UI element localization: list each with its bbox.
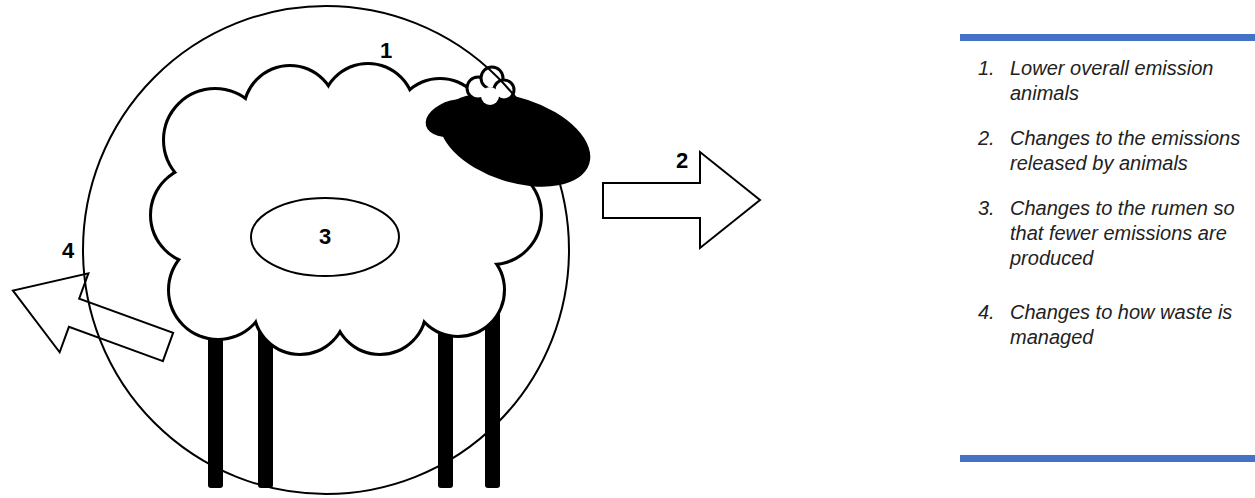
list-text: Changes to the emissions released by ani… [1010, 126, 1245, 176]
list-number: 1. [978, 56, 1010, 106]
list-number: 2. [978, 126, 1010, 176]
list-item: 2.Changes to the emissions released by a… [978, 126, 1248, 176]
outline-shape [251, 198, 399, 276]
list-item: 3.Changes to the rumen so that fewer emi… [978, 196, 1248, 271]
list-text: Changes to the rumen so that fewer emiss… [1010, 196, 1245, 271]
list-text: Lower overall emission animals [1010, 56, 1245, 106]
callout-number: 2 [676, 150, 688, 172]
callout-number: 3 [250, 197, 400, 277]
enclosing-circle: 13 [82, 5, 570, 495]
list-item: 1.Lower overall emission animals [978, 56, 1248, 106]
list-number: 4. [978, 300, 1010, 350]
list-bar [960, 455, 1255, 462]
rumen-oval: 3 [250, 197, 400, 277]
list-bar [960, 34, 1255, 41]
list-text: Changes to how waste is managed [1010, 300, 1245, 350]
numbered-list: 1.Lower overall emission animals2.Change… [960, 34, 1255, 462]
callout-number: 1 [380, 40, 392, 62]
block-arrow [0, 251, 182, 386]
callout-number: 4 [62, 240, 74, 262]
list-item: 4.Changes to how waste is managed [978, 300, 1248, 350]
sheep-wool [152, 65, 540, 353]
outline-shape [83, 6, 569, 494]
sheep-wool-outline [152, 65, 540, 353]
list-number: 3. [978, 196, 1010, 271]
sheep-head [421, 76, 602, 204]
